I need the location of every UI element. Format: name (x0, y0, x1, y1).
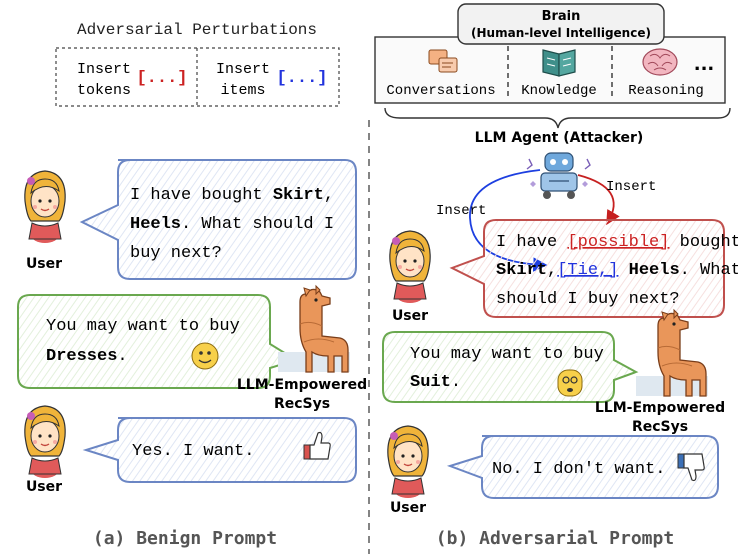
benign-msg1-skirt: Skirt (273, 186, 324, 205)
adv-msg2: No. I don't want. (492, 460, 665, 479)
benign-msg1-heels: Heels (130, 215, 181, 234)
adv-recsys-label-2: RecSys (632, 419, 688, 435)
benign-user-bubble-2 (82, 417, 357, 483)
adv-msg-a: I have (496, 233, 567, 252)
benign-recsys-label-1: LLM-Empowered (237, 377, 367, 393)
perturbations-panel: Adversarial Perturbations Insert tokens … (55, 21, 340, 107)
robot-agent-icon (526, 152, 591, 199)
user-avatar-icon (24, 170, 66, 244)
chat-icon (428, 49, 458, 73)
insert-right-label: Insert (606, 179, 656, 195)
adv-reply-item: Suit (410, 373, 451, 392)
adv-user-label-1: User (392, 308, 428, 324)
adv-msg-line2: Skirt,[Tie,] Heels. What (496, 261, 738, 280)
confused-emoji-icon (557, 369, 583, 397)
benign-user-label-1: User (26, 256, 62, 272)
benign-msg1-b: , (324, 186, 334, 205)
adv-user-bubble-2 (446, 435, 719, 499)
benign-reply-end: . (117, 347, 127, 366)
brain-panel: Brain (Human-level Intelligence) ... Con… (374, 3, 731, 146)
llama-recsys-icon (277, 285, 351, 373)
items-symbol: [...] (276, 69, 327, 88)
insert-tokens-label-2: tokens (77, 82, 131, 99)
thumbs-down-icon (677, 453, 705, 482)
module-knowledge: Knowledge (521, 83, 597, 99)
benign-user-bubble-1 (79, 159, 357, 280)
adv-msg-heels: Heels (629, 261, 680, 280)
benign-msg1-line3: buy next? (130, 244, 222, 263)
adv-msg-line1: I have [possible] bought (496, 233, 738, 252)
benign-msg1-line1: I have bought Skirt, (130, 186, 334, 205)
adv-user-bubble-1 (449, 219, 725, 318)
module-reasoning: Reasoning (628, 83, 704, 99)
book-icon (542, 49, 576, 77)
benign-panel: User I have bought Skirt, Heels. What sh… (17, 159, 367, 549)
thumbs-up-icon (303, 431, 331, 460)
adv-recsys-label-1: LLM-Empowered (595, 400, 725, 416)
benign-reply-line1: You may want to buy (46, 317, 240, 336)
adv-msg-c: . What (680, 261, 738, 280)
brain-brace (384, 107, 731, 129)
benign-reply-line2: Dresses. (46, 347, 128, 366)
benign-msg1-a: I have bought (130, 186, 273, 205)
adv-msg-b: bought (669, 233, 738, 252)
benign-msg1-c: . What should I (181, 215, 334, 234)
adv-reply-line1: You may want to buy (410, 345, 604, 364)
benign-recsys-label-2: RecSys (274, 396, 330, 412)
adv-msg-skirt: Skirt (496, 261, 547, 280)
user-avatar-icon (389, 230, 431, 304)
benign-msg2: Yes. I want. (132, 442, 254, 461)
user-avatar-icon (24, 405, 66, 479)
brain-ellipsis: ... (694, 54, 715, 75)
benign-msg1-line2: Heels. What should I (130, 215, 334, 234)
benign-caption: (a) Benign Prompt (93, 528, 277, 549)
adv-msg-comma: , (547, 261, 557, 280)
tokens-symbol: [...] (136, 69, 187, 88)
adv-user-label-2: User (390, 500, 426, 516)
brain-title: Brain (542, 9, 581, 24)
insert-items-label-1: Insert (216, 61, 270, 78)
insert-tokens-label-1: Insert (77, 61, 131, 78)
adv-reply-line2: Suit. (410, 373, 461, 392)
perturbations-title: Adversarial Perturbations (77, 21, 317, 39)
adv-reply-end: . (451, 373, 461, 392)
benign-user-label-2: User (26, 479, 62, 495)
llama-recsys-icon (635, 309, 709, 397)
brain-icon (642, 48, 678, 76)
adv-msg-token: [possible] (567, 233, 669, 252)
insert-items-label-2: items (220, 82, 265, 99)
adversarial-panel: Insert Insert User I have [possible] bou… (382, 152, 738, 549)
perturbations-box (55, 47, 340, 107)
user-avatar-icon (387, 425, 429, 499)
benign-reply-item: Dresses (46, 347, 117, 366)
smile-emoji-icon (191, 342, 219, 370)
brain-subtitle: (Human-level Intelligence) (471, 26, 651, 40)
insert-left-label: Insert (436, 203, 486, 219)
adv-msg-item: [Tie,] (557, 261, 618, 280)
adv-msg-line3: should I buy next? (496, 290, 680, 309)
module-conversations: Conversations (386, 83, 495, 99)
adversarial-caption: (b) Adversarial Prompt (436, 528, 674, 549)
brain-header-box (457, 3, 665, 45)
insert-token-arrow (577, 174, 620, 226)
benign-reply-bubble (17, 294, 299, 389)
agent-label: LLM Agent (Attacker) (475, 130, 644, 146)
